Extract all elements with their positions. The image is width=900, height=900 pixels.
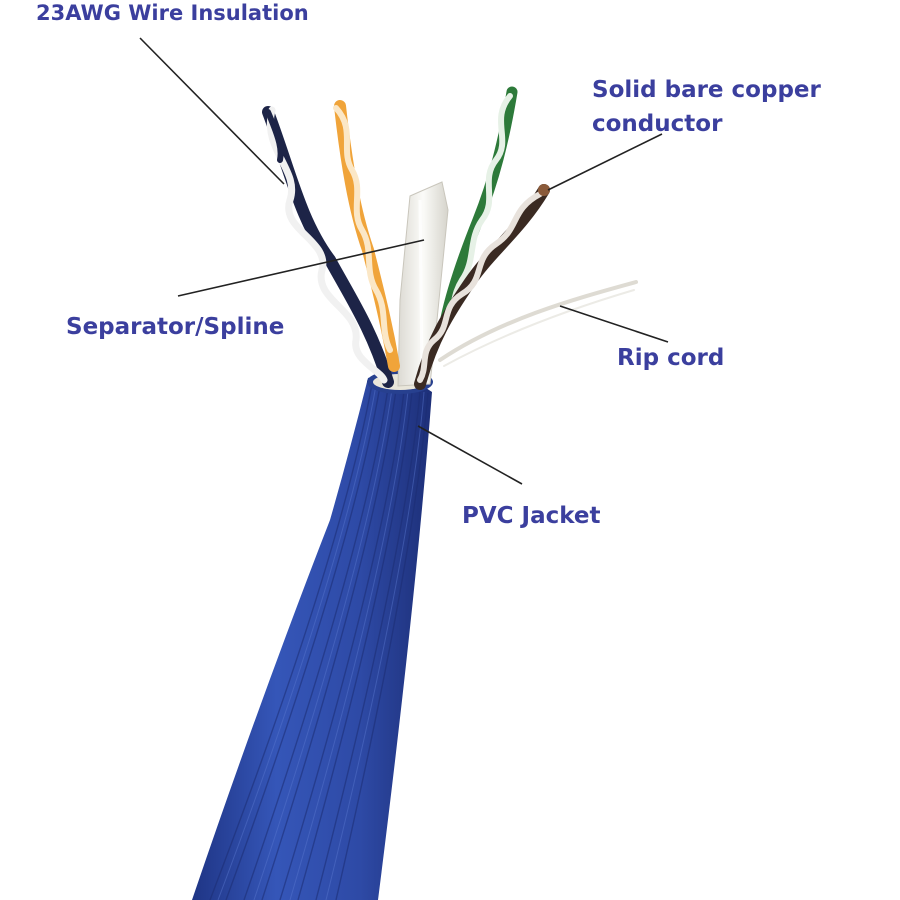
leader-ripcord <box>559 305 669 343</box>
label-wire-insulation: 23AWG Wire Insulation <box>36 1 309 25</box>
label-copper-conductor: Solid bare copper conductor <box>592 73 821 141</box>
leader-jacket <box>417 425 523 485</box>
wire-pair-orange <box>333 100 400 372</box>
label-rip-cord: Rip cord <box>617 345 725 371</box>
wire-pair-green <box>440 86 518 324</box>
pvc-jacket <box>192 370 433 900</box>
leader-lines <box>139 37 669 485</box>
leader-copper <box>547 133 663 191</box>
wire-pair-blue <box>262 106 394 388</box>
copper-conductor-tip <box>538 184 550 196</box>
leader-spline <box>177 239 425 297</box>
rip-cord <box>438 280 638 367</box>
separator-spline <box>397 181 449 387</box>
label-copper-line2: conductor <box>592 111 723 137</box>
leader-insulation <box>139 37 285 185</box>
label-separator-spline: Separator/Spline <box>66 314 285 340</box>
wire-pair-brown <box>414 184 550 390</box>
label-pvc-jacket: PVC Jacket <box>462 503 601 529</box>
label-copper-line1: Solid bare copper <box>592 77 821 103</box>
